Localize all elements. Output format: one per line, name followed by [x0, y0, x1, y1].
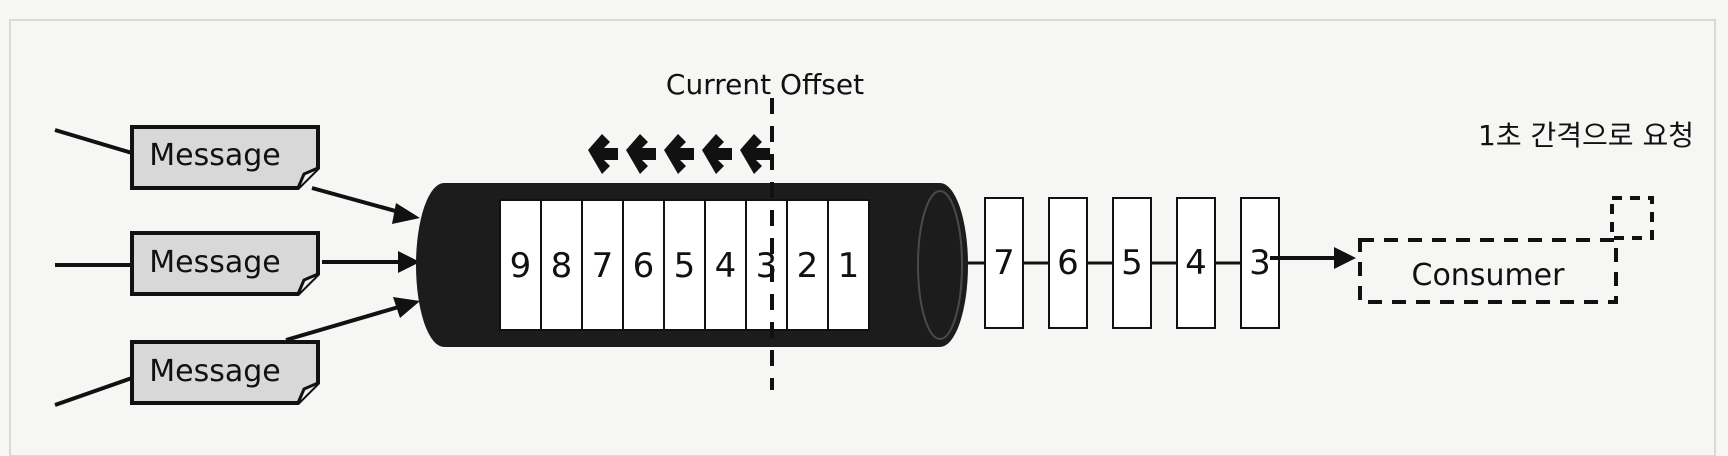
- offset-arrow-icon: [702, 134, 732, 174]
- message-card-1: Message: [130, 125, 320, 190]
- queue-tube-right-end: [912, 183, 968, 347]
- queue-cell: [786, 199, 829, 331]
- queue-cell-label: 9: [510, 246, 532, 286]
- offset-arrow-icon: [588, 134, 618, 174]
- arrow-head: [393, 297, 420, 318]
- incoming-line-3: [54, 376, 133, 407]
- to-consumer-arrowhead: [1334, 247, 1356, 269]
- arrow-line: [311, 186, 411, 217]
- queue-cell-label: 7: [592, 246, 614, 286]
- delivered-cell-label: 4: [1185, 243, 1207, 283]
- delivered-cell-label: 6: [1057, 243, 1079, 283]
- consumer-label: Consumer: [1412, 258, 1566, 293]
- incoming-line-1: [54, 128, 133, 155]
- queue-tube-rim: [917, 190, 963, 340]
- message-label: Message: [149, 354, 280, 389]
- queue-cell: [540, 199, 583, 331]
- delivered-cell-label: 7: [993, 243, 1015, 283]
- delivered-cell-label: 3: [1249, 243, 1271, 283]
- queue-cell-label: 5: [674, 246, 696, 286]
- offset-arrow-icon: [664, 134, 694, 174]
- queue-cell-label: 8: [551, 246, 573, 286]
- queue-cell: [827, 199, 870, 331]
- message-label: Message: [149, 138, 280, 173]
- arrow-head: [392, 203, 420, 224]
- consumer-small-box: [1610, 196, 1654, 240]
- delivered-cells: 7 6 5 4 3: [968, 197, 1280, 329]
- offset-arrow-icon: [740, 134, 770, 174]
- message-card-3: Message: [130, 340, 320, 405]
- queue-cell: [745, 199, 788, 331]
- queue-cell-label: 4: [715, 246, 737, 286]
- message-label: Message: [149, 245, 280, 280]
- queue-cell-label: 6: [633, 246, 655, 286]
- delivered-cell: [1176, 197, 1216, 329]
- message-card-2: Message: [130, 231, 320, 296]
- request-interval-note: 1초 간격으로 요청: [1478, 119, 1694, 152]
- queue-cell-label: 2: [797, 246, 819, 286]
- delivered-cell: [1112, 197, 1152, 329]
- queue-cell-label: 3: [756, 246, 778, 286]
- delivered-cell: [1240, 197, 1280, 329]
- offset-arrows: [588, 134, 770, 174]
- arrow-head: [398, 251, 420, 273]
- offset-arrow-icon: [626, 134, 656, 174]
- queue-cell-label: 1: [838, 246, 860, 286]
- queue-cell: [499, 199, 542, 331]
- arrow-line: [285, 304, 403, 342]
- queue-tube-left-end: [416, 183, 472, 347]
- current-offset-label: Current Offset: [666, 68, 864, 101]
- queue-cell: [704, 199, 747, 331]
- page-frame: [9, 19, 1716, 456]
- delivered-cell-label: 5: [1121, 243, 1143, 283]
- consumer-box: [1358, 238, 1618, 304]
